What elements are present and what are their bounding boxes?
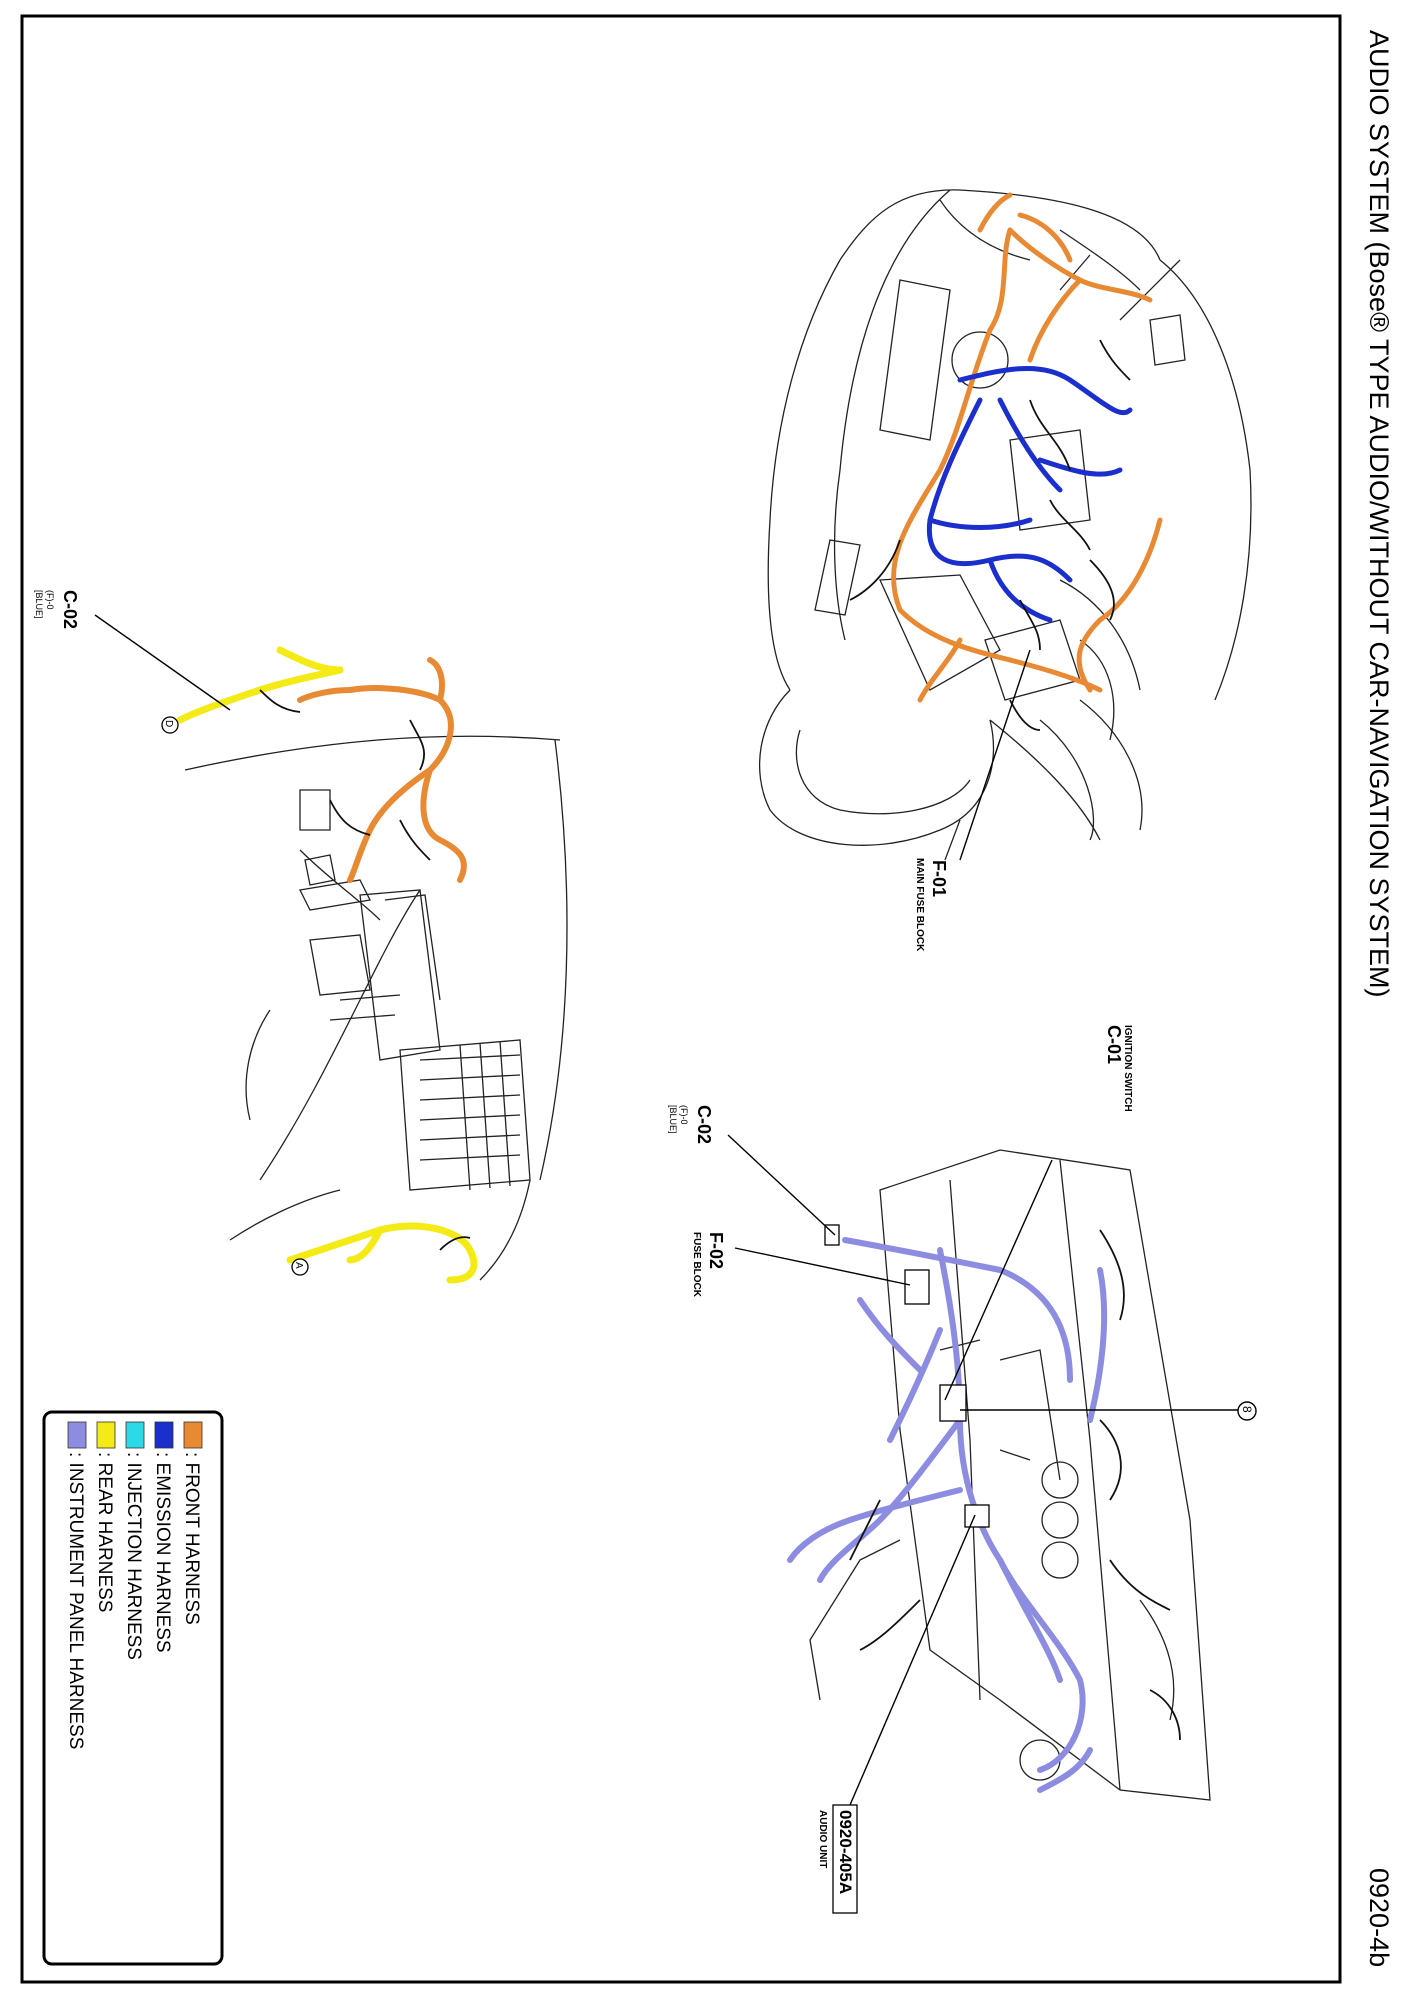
legend-label: : INJECTION HARNESS (123, 1452, 144, 1660)
audio-unit-shape (964, 1504, 990, 1528)
legend: : FRONT HARNESS : EMISSION HARNESS : INJEC… (65, 1421, 203, 1749)
fuse-block-code: F-02 (706, 1232, 726, 1269)
instrument-panel-black-wires (849, 1229, 1181, 1741)
legend-label: : REAR HARNESS (94, 1452, 115, 1612)
legend-swatch (154, 1421, 174, 1449)
left-black-wires (259, 689, 471, 1251)
page-code: 0920-4b (1364, 1868, 1394, 1967)
engine-black-wires (849, 339, 1131, 731)
main-fuse-block-code: F-01 (929, 860, 949, 897)
instrument-panel-harness-wires (787, 1237, 1108, 1793)
legend-swatch (183, 1421, 203, 1449)
audio-unit-label: AUDIO UNIT (817, 1810, 828, 1868)
audio-unit-leader (849, 1514, 976, 1806)
marker-8-text: 8 (1240, 1406, 1254, 1413)
marker-d-circle (161, 716, 179, 734)
ignition-switch-label: IGNITION SWITCH (1122, 1025, 1133, 1112)
connector-right-sub2: [BLUE] (668, 1105, 678, 1134)
under-dash-drawing (184, 735, 568, 1281)
front-harness-left-wires (297, 657, 467, 883)
connector-right-sub1: (F)-0 (679, 1105, 689, 1125)
audio-unit-code: 0920-405A (836, 1810, 855, 1894)
marker-a-text: A (293, 1262, 304, 1269)
ignition-switch-code: C-01 (1104, 1025, 1124, 1064)
main-fuse-block-leader (959, 649, 1031, 861)
legend-label: : INSTRUMENT PANEL HARNESS (65, 1452, 86, 1749)
fuse-block-label: FUSE BLOCK (691, 1232, 702, 1298)
fuse-block-leader (734, 1247, 911, 1286)
legend-swatch (125, 1421, 145, 1449)
diagram-title: AUDIO SYSTEM (Bose® TYPE AUDIO/WITHOUT C… (1364, 30, 1394, 998)
connector-right-leader (727, 1134, 836, 1236)
main-fuse-block-label: MAIN FUSE BLOCK (914, 858, 925, 952)
instrument-panel-drawing (809, 1149, 1211, 1801)
c02-connector-right (824, 1224, 840, 1246)
audio-unit-code-box (832, 1804, 858, 1914)
c01-ignition-switch-shape (939, 1384, 967, 1422)
connector-left-code: C-02 (60, 590, 80, 629)
legend-box (42, 1410, 224, 1966)
marker-d-text: D (163, 720, 174, 727)
connector-left-sub1: (F)-0 (45, 590, 55, 610)
connector-right-code: C-02 (694, 1105, 714, 1144)
front-harness-engine-wires (891, 192, 1163, 703)
legend-swatch (96, 1421, 116, 1449)
f02-fuse-block-shape (904, 1269, 930, 1305)
marker-8-circle (1237, 1401, 1257, 1421)
connector-left-sub2: [BLUE] (34, 590, 44, 619)
legend-label: : FRONT HARNESS (181, 1452, 202, 1625)
marker-a-circle (291, 1258, 309, 1276)
ignition-switch-leader (944, 1159, 1053, 1401)
legend-label: : EMISSION HARNESS (152, 1452, 173, 1653)
connector-left-leader (94, 614, 231, 711)
legend-swatch (67, 1421, 87, 1449)
sheet-border (20, 14, 1342, 1984)
emission-harness-engine-wires (926, 366, 1133, 623)
